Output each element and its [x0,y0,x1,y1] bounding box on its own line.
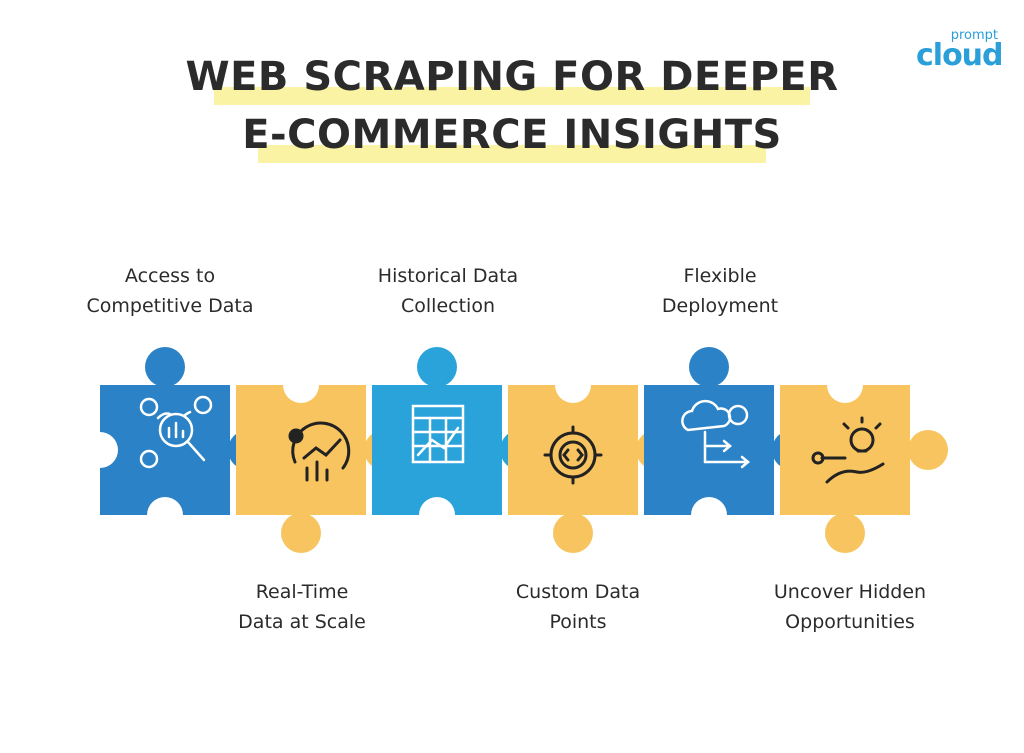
realtime-chart-icon [288,421,351,482]
title-highlight-2 [258,145,766,163]
step-label-6-line-2: Opportunities [785,611,915,633]
spreadsheet-chart-icon [411,404,465,464]
step-label-1: Access to Competitive Data [50,261,290,321]
step-label-2-line-1: Real-Time [255,581,349,603]
step-label-3-line-1: Historical Data [377,265,519,287]
step-label-5-line-2: Deployment [661,295,779,317]
logo-text-big: cloud [916,38,1004,73]
step-label-5: Flexible Deployment [600,261,840,321]
analytics-magnifier-icon [139,395,213,469]
step-label-5-line-1: Flexible [683,265,757,287]
title-line-2: E-COMMERCE INSIGHTS [0,112,1024,172]
step-label-3-line-2: Collection [401,295,495,317]
puzzle-piece-6 [780,367,948,553]
step-label-2-line-2: Data at Scale [238,611,366,633]
title-text-2: E-COMMERCE INSIGHTS [242,112,782,158]
code-gear-icon [543,425,603,485]
title-text-1: WEB SCRAPING FOR DEEPER [185,54,839,100]
logo-text-small: prompt [950,28,998,43]
step-label-4: Custom Data Points [458,577,698,637]
promptcloud-logo: prompt cloud [908,24,1004,74]
puzzle-piece-2 [236,367,404,553]
step-label-4-line-2: Points [549,611,607,633]
step-label-1-line-1: Access to [124,265,216,287]
idea-hand-icon [811,416,885,484]
title-line-1: WEB SCRAPING FOR DEEPER [0,54,1024,114]
title-highlight-1 [214,87,810,105]
step-label-2: Real-Time Data at Scale [182,577,422,637]
cloud-deploy-icon [681,399,750,469]
step-label-6: Uncover Hidden Opportunities [730,577,970,637]
step-label-1-line-2: Competitive Data [86,295,254,317]
step-label-4-line-1: Custom Data [515,581,641,603]
step-label-3: Historical Data Collection [328,261,568,321]
step-label-6-line-1: Uncover Hidden [773,581,927,603]
